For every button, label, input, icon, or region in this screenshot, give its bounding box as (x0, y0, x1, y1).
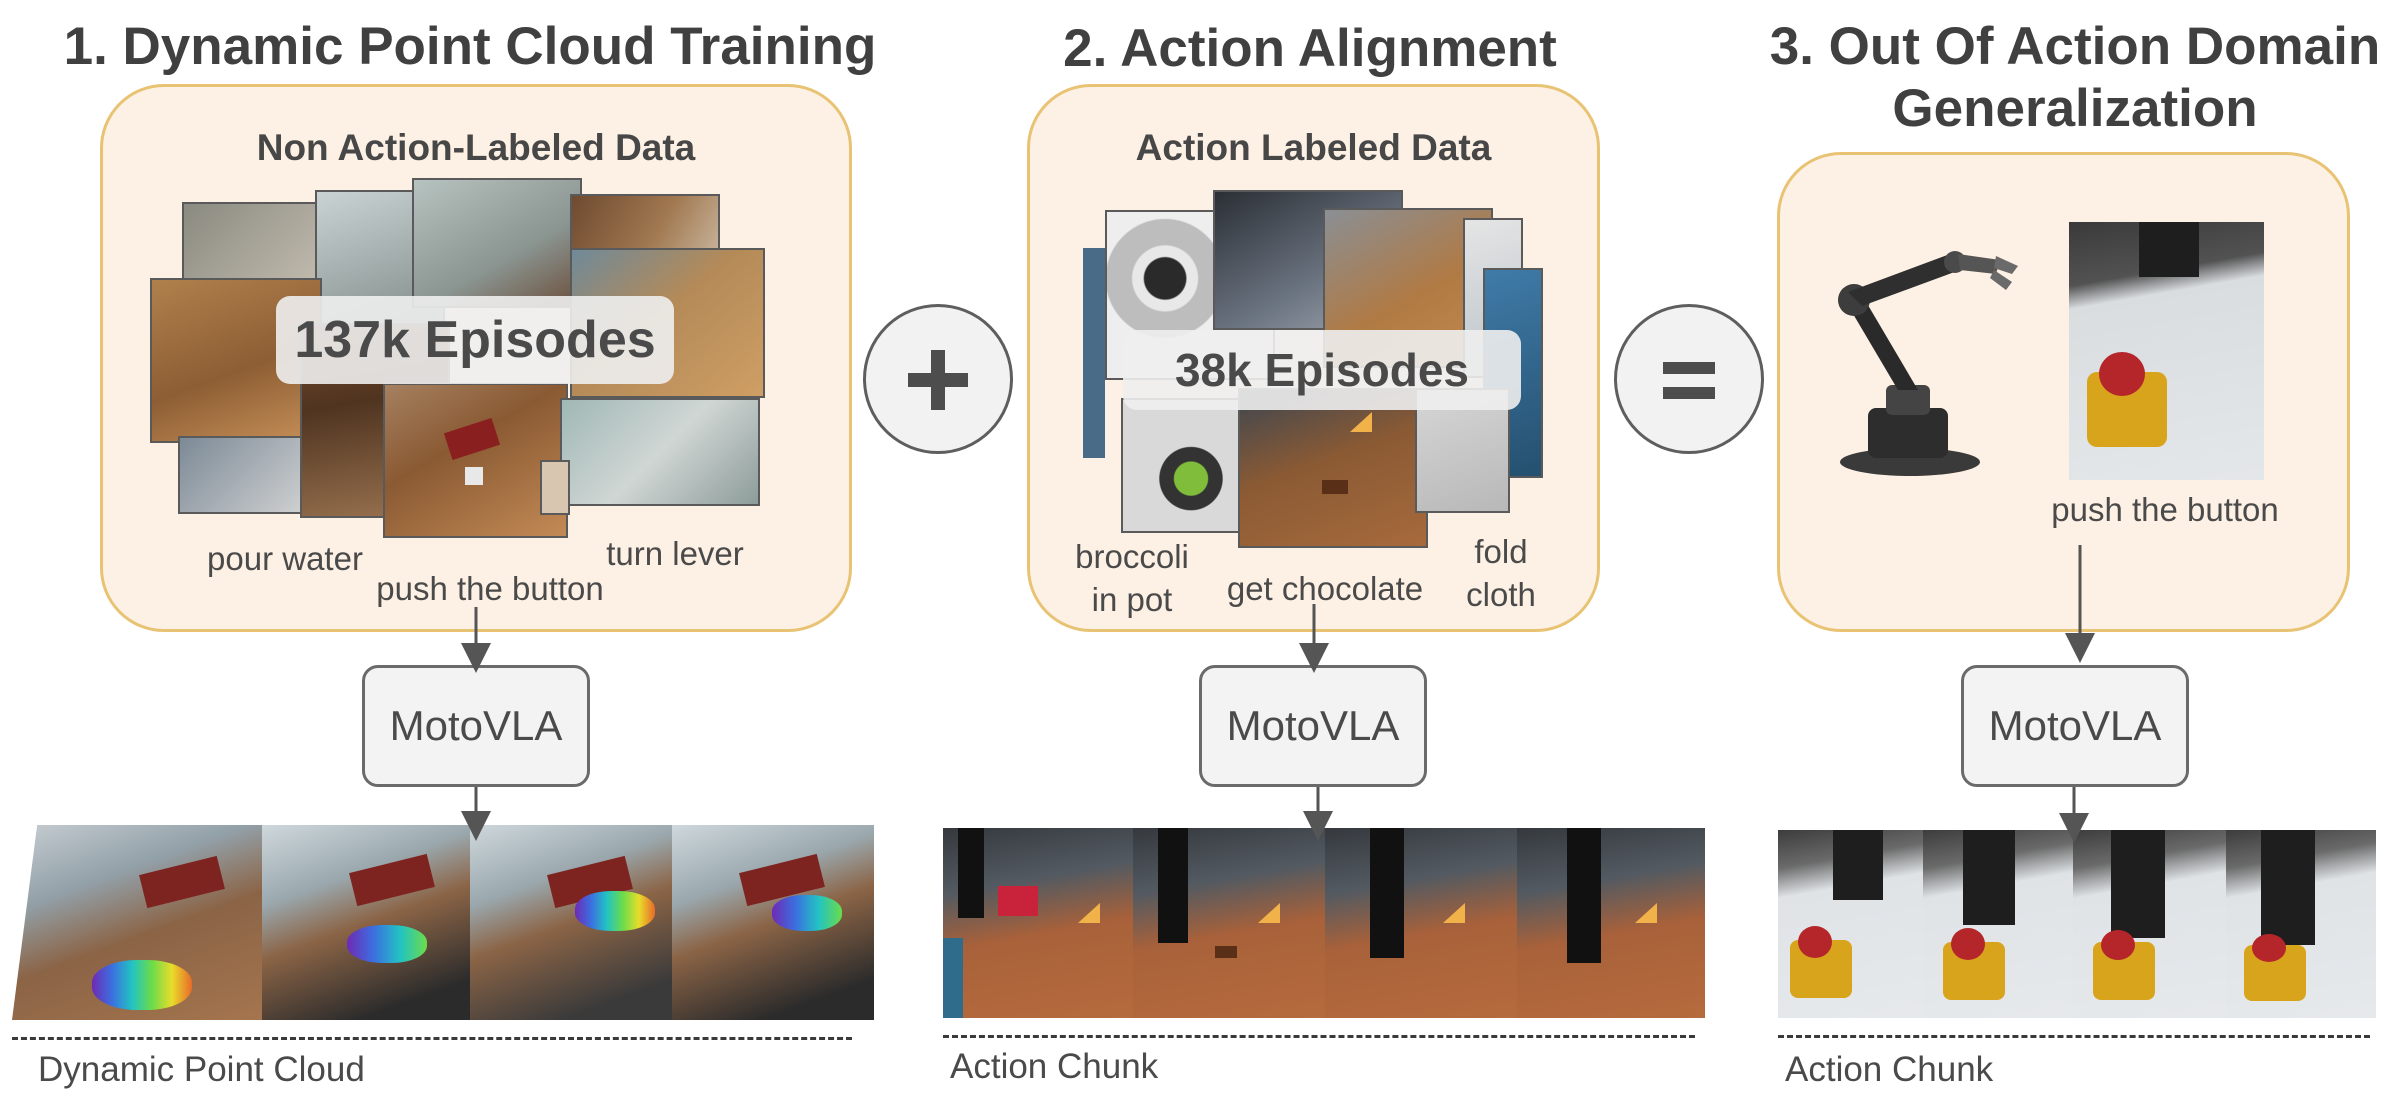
stage3-target-image (2069, 222, 2264, 480)
stage2-caption-fold-cloth: fold cloth (1466, 533, 1536, 613)
stage2-caption-broccoli: broccoli in pot (1075, 538, 1189, 618)
stage1-caption-pour-water: pour water (207, 540, 363, 577)
robot-gripper (958, 828, 984, 918)
stage1-output-frames (12, 825, 874, 1020)
stage3-caption-push-button: push the button (2051, 491, 2279, 528)
output-frame (1517, 828, 1705, 1018)
stage3-output-frames (1778, 830, 2376, 1018)
blue-panel (943, 938, 963, 1018)
stage1-title: 1. Dynamic Point Cloud Training (63, 17, 877, 76)
robot-gripper (2261, 830, 2315, 945)
red-button (2252, 934, 2286, 962)
red-box (998, 886, 1038, 916)
output-frame (1923, 830, 2073, 1018)
button-box (465, 467, 483, 485)
stage3-output-label: Action Chunk (1785, 1050, 1994, 1089)
chocolate-item (1322, 480, 1348, 494)
stage1-caption-push-button: push the button (376, 570, 604, 607)
stage2-output-label: Action Chunk (950, 1047, 1159, 1086)
red-button (1798, 926, 1832, 958)
stage3-motovla-box: MotoVLA (1961, 665, 2189, 787)
stage2-image-collage: 38k Episodes (1083, 188, 1543, 548)
equals-icon (1663, 362, 1715, 399)
robot-arm-icon (1838, 251, 2018, 476)
robot-gripper (1158, 828, 1188, 943)
robot-gripper (2111, 830, 2165, 938)
stage3-title: 3. Out Of Action Domain Generalization (1769, 17, 2381, 138)
stage2-panel-title: Action Labeled Data (1135, 127, 1492, 168)
collage-frame (383, 383, 568, 538)
point-cloud-blob (575, 891, 655, 931)
stage1-episodes-badge: 137k Episodes (276, 296, 674, 384)
stage1-caption-turn-lever: turn lever (606, 535, 744, 572)
stage2-episodes-badge: 38k Episodes (1123, 330, 1521, 410)
point-cloud-blob (92, 960, 192, 1010)
robot-gripper (1567, 828, 1601, 963)
plus-icon (908, 350, 968, 410)
output-frame (1133, 828, 1325, 1018)
stage2-title: 2. Action Alignment (1063, 19, 1557, 78)
point-cloud-blob (772, 895, 842, 931)
point-cloud-blob (347, 925, 427, 963)
collage-frame (1083, 248, 1105, 458)
stage1-image-collage: 137k Episodes (150, 178, 770, 563)
collage-frame (178, 436, 323, 514)
stage1-output-divider (12, 1037, 852, 1040)
red-button (2099, 352, 2145, 396)
collage-frame (1121, 398, 1261, 533)
robot-gripper (2139, 222, 2199, 277)
output-frame (262, 825, 472, 1020)
collage-frame (560, 398, 760, 506)
stage2-output-divider (943, 1035, 1695, 1038)
output-frame (470, 825, 675, 1020)
robot-gripper (1370, 828, 1404, 958)
collage-frame (540, 460, 570, 515)
robot-gripper (1833, 830, 1883, 900)
red-button (2101, 930, 2135, 960)
stage3-output-divider (1778, 1035, 2370, 1038)
output-frame (1778, 830, 1923, 1018)
stage2-motovla-box: MotoVLA (1199, 665, 1427, 787)
chocolate-item (1215, 946, 1237, 958)
output-frame (12, 825, 264, 1020)
stage1-output-label: Dynamic Point Cloud (38, 1050, 365, 1089)
stage2-caption-chocolate: get chocolate (1226, 570, 1424, 607)
output-frame (1325, 828, 1517, 1018)
output-frame (943, 828, 1133, 1018)
equals-operator (1614, 304, 1764, 454)
output-frame (672, 825, 874, 1020)
stage2-output-frames (943, 828, 1705, 1018)
output-frame (2226, 830, 2376, 1018)
output-frame (2073, 830, 2226, 1018)
stage1-panel-title: Non Action-Labeled Data (256, 127, 696, 168)
robot-gripper (1963, 830, 2015, 925)
red-button (1951, 928, 1985, 960)
plus-operator (863, 304, 1013, 454)
